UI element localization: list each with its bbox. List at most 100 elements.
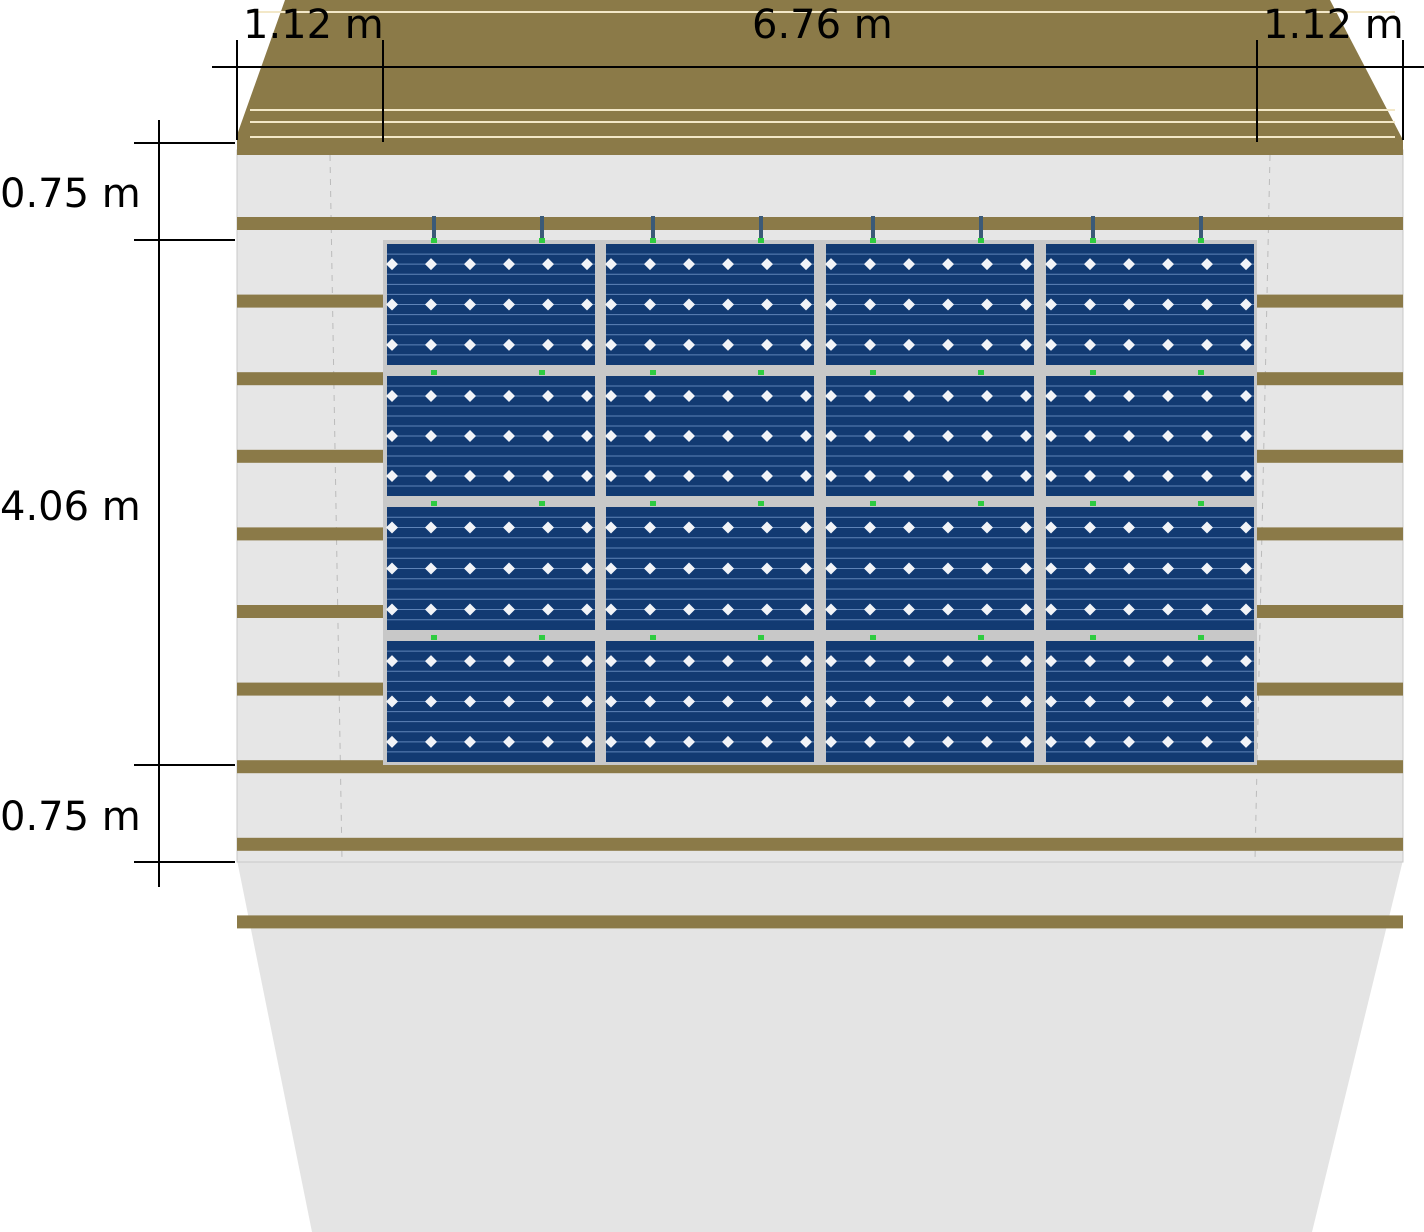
cell-contact-dot: [503, 735, 515, 748]
batten: [237, 837, 1403, 851]
cell-contact-dot: [542, 735, 554, 748]
cell-contact-dot: [605, 470, 617, 482]
cell-contact-dot: [1045, 298, 1057, 311]
cell-contact-dot: [1045, 521, 1057, 534]
cell-contact-dot: [761, 470, 773, 482]
solar-panel: [605, 370, 814, 496]
cell-contact-dot: [683, 470, 695, 482]
cell-contact-dot: [1020, 470, 1032, 482]
cell-contact-dot: [386, 258, 398, 271]
cell-contact-dot: [425, 695, 437, 708]
cell-contact-dot: [1123, 655, 1135, 668]
cell-contact-dot: [1045, 390, 1057, 402]
cell-contact-dot: [1201, 430, 1213, 442]
cell-contact-dot: [503, 521, 515, 534]
cell-contact-dot: [722, 603, 734, 616]
cell-contact-dot: [981, 258, 993, 271]
cell-contact-dot: [605, 390, 617, 402]
cell-contact-dot: [942, 470, 954, 482]
cell-contact-dot: [1240, 655, 1252, 668]
cell-contact-dot: [1020, 562, 1032, 575]
cell-contact-dot: [503, 695, 515, 708]
roof-ridge: [237, 0, 1403, 155]
clamp-icon: [1198, 635, 1204, 640]
cell-contact-dot: [825, 562, 837, 575]
solar-panel: [605, 501, 814, 630]
cell-contact-dot: [1084, 298, 1096, 311]
cell-contact-dot: [981, 695, 993, 708]
hip-line-right: [1254, 154, 1271, 861]
cell-contact-dot: [644, 298, 656, 311]
cell-contact-dot: [800, 258, 812, 271]
cell-contact-dot: [581, 430, 593, 442]
cell-contact-dot: [1084, 338, 1096, 351]
cell-contact-dot: [1123, 430, 1135, 442]
cell-contact-dot: [1123, 298, 1135, 311]
cell-contact-dot: [1123, 390, 1135, 402]
cell-contact-dot: [864, 258, 876, 271]
cell-contact-dot: [581, 390, 593, 402]
cell-contact-dot: [644, 603, 656, 616]
cell-contact-dot: [1020, 655, 1032, 668]
cell-contact-dot: [1240, 521, 1252, 534]
cell-contact-dot: [425, 470, 437, 482]
cell-contact-dot: [1201, 695, 1213, 708]
cell-contact-dot: [1084, 695, 1096, 708]
clamp-icon: [978, 501, 984, 506]
cell-contact-dot: [1240, 735, 1252, 748]
cell-contact-dot: [800, 521, 812, 534]
cell-contact-dot: [761, 655, 773, 668]
cell-contact-dot: [903, 258, 915, 271]
solar-panel: [825, 635, 1034, 762]
cell-contact-dot: [581, 470, 593, 482]
cell-contact-dot: [1045, 695, 1057, 708]
cell-contact-dot: [864, 521, 876, 534]
cell-contact-dot: [864, 390, 876, 402]
cell-contact-dot: [1162, 603, 1174, 616]
clamp-icon: [1198, 370, 1204, 375]
cell-contact-dot: [1084, 655, 1096, 668]
cell-contact-dot: [722, 298, 734, 311]
cell-contact-dot: [1020, 521, 1032, 534]
array-height-label: 4.06 m: [0, 484, 141, 530]
cell-contact-dot: [761, 430, 773, 442]
cell-contact-dot: [722, 562, 734, 575]
cell-contact-dot: [800, 562, 812, 575]
roof-hook-icon: [759, 216, 763, 238]
cell-contact-dot: [1162, 562, 1174, 575]
cell-contact-dot: [683, 562, 695, 575]
cell-contact-dot: [542, 470, 554, 482]
cell-contact-dot: [981, 390, 993, 402]
cell-contact-dot: [1240, 470, 1252, 482]
cell-contact-dot: [761, 298, 773, 311]
solar-panel: [1045, 370, 1254, 496]
cell-contact-dot: [800, 735, 812, 748]
cell-contact-dot: [386, 390, 398, 402]
cell-contact-dot: [722, 390, 734, 402]
cell-contact-dot: [981, 430, 993, 442]
cell-contact-dot: [903, 390, 915, 402]
cell-contact-dot: [644, 338, 656, 351]
solar-panel: [1045, 238, 1254, 365]
cell-contact-dot: [1162, 470, 1174, 482]
clamp-icon: [539, 635, 545, 640]
roof-hook-icon: [1199, 216, 1203, 238]
cell-contact-dot: [425, 298, 437, 311]
cell-contact-dot: [1123, 735, 1135, 748]
clamp-icon: [650, 635, 656, 640]
batten: [237, 915, 1403, 929]
cell-contact-dot: [1020, 430, 1032, 442]
cell-contact-dot: [722, 521, 734, 534]
cell-contact-dot: [903, 603, 915, 616]
cell-contact-dot: [464, 258, 476, 271]
cell-contact-dot: [981, 735, 993, 748]
cell-contact-dot: [1162, 298, 1174, 311]
clamp-icon: [539, 238, 545, 243]
cell-contact-dot: [1045, 430, 1057, 442]
cell-contact-dot: [761, 258, 773, 271]
cell-contact-dot: [644, 735, 656, 748]
cell-contact-dot: [1162, 521, 1174, 534]
clamp-icon: [431, 238, 437, 243]
clamp-icon: [870, 635, 876, 640]
